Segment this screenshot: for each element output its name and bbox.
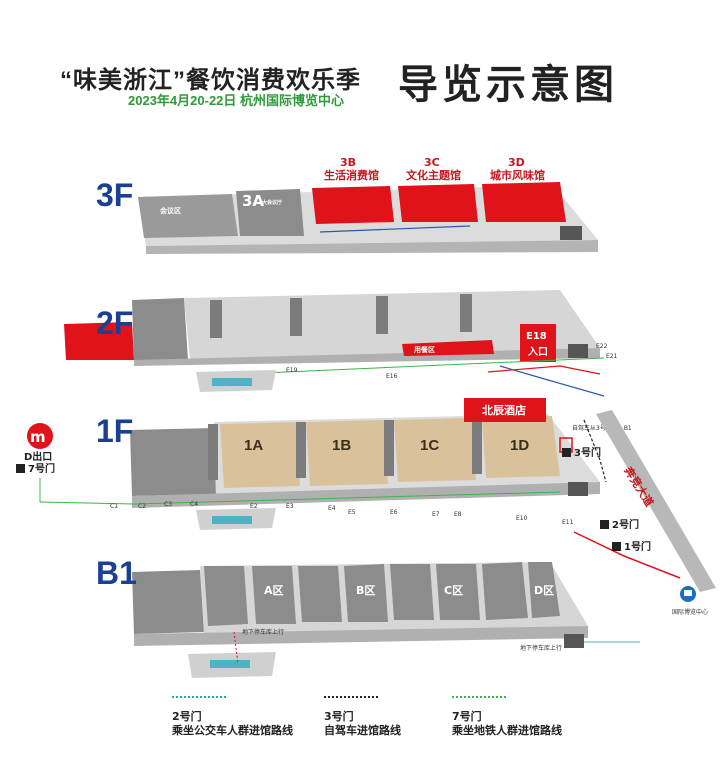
- floor-3f: 会议区 3A 大会议厅 3B 生活消费馆 3C 文化主题馆 3D 城市风味馆 3…: [96, 156, 598, 254]
- hall-1b-label: 1B: [332, 437, 351, 454]
- b1-note-left: 地下停车库上行: [242, 628, 284, 636]
- hall-1a[interactable]: [220, 422, 300, 488]
- hall-1c[interactable]: [394, 418, 476, 482]
- hall-3b-code-label: 3B: [340, 156, 356, 169]
- svg-text:m: m: [30, 428, 46, 446]
- gate-e3: E3: [286, 503, 294, 510]
- gate-e10: E10: [516, 515, 528, 522]
- gate-sign-icon: [16, 464, 25, 473]
- gate-c4: C4: [190, 501, 198, 508]
- legend-metro-desc: 乘坐地铁人群进馆路线: [452, 724, 562, 737]
- floor-1f: 1A 1B 1C 1D 北辰酒店 自驾车从3号门进入B1 1F C1 C2 C3…: [39, 398, 632, 530]
- gate-e5: E5: [348, 509, 356, 516]
- hall-1a-label: 1A: [244, 437, 263, 454]
- floor-2f: 用餐区 E18 入口 E19 E16 E22 E21 2F: [64, 290, 618, 397]
- road: [596, 410, 716, 592]
- gate-labels-1f: C1 C2 C3 C4 E2 E3 E4 E5 E6 E7 E8 E10 E11: [110, 501, 574, 526]
- stairs-3f: [560, 226, 582, 240]
- zone-b-label: B区: [356, 584, 375, 597]
- hall-3c[interactable]: [398, 184, 478, 222]
- bus-stop[interactable]: 国际博览中心: [672, 586, 708, 616]
- meeting-zone-label: 会议区: [160, 206, 181, 215]
- zone-c-label: C区: [444, 584, 463, 597]
- gate-c2: C2: [138, 503, 146, 510]
- dining-zone-label: 用餐区: [414, 345, 435, 354]
- legend-car-gate: 3号门: [324, 710, 354, 723]
- guide-title: 导览示意图: [398, 63, 618, 107]
- zone-d-label: D区: [534, 584, 554, 597]
- legend-item-car: 3号门 自驾车进馆路线: [324, 710, 401, 738]
- gate-c3: C3: [164, 501, 172, 508]
- gate3-label: 3号门: [574, 446, 601, 459]
- gate-e2: E2: [250, 503, 258, 510]
- hall-3d-code-label: 3D: [508, 156, 525, 169]
- gate-e19-label: E19: [286, 367, 298, 374]
- legend-item-bus: 2号门 乘坐公交车人群进馆路线: [172, 710, 293, 738]
- metro-exit-label: D出口: [24, 450, 52, 463]
- legend-item-metro: 7号门 乘坐地铁人群进馆路线: [452, 710, 562, 738]
- legend-bus-gate: 2号门: [172, 710, 202, 723]
- hall-3a-sub: 大会议厅: [262, 199, 282, 206]
- hall-1d[interactable]: [482, 416, 560, 478]
- zone-a-label: A区: [264, 584, 284, 597]
- legend-car-desc: 自驾车进馆路线: [324, 724, 401, 737]
- gate-e8: E8: [454, 511, 462, 518]
- gate-e21-label: E21: [606, 353, 618, 360]
- driving-note: 自驾车从3号门进入B1: [572, 424, 632, 432]
- metro-gate7-label: 7号门: [28, 462, 55, 475]
- hall-3c-code-label: 3C: [424, 156, 440, 169]
- floor-label-b1: B1: [96, 555, 137, 591]
- hall-3b[interactable]: [312, 186, 394, 224]
- legend-bus-desc: 乘坐公交车人群进馆路线: [172, 724, 293, 737]
- hall-3d[interactable]: [482, 182, 566, 222]
- e18-code: E18: [526, 331, 547, 342]
- hall-1c-label: 1C: [420, 437, 439, 454]
- halls-1f: 1A 1B 1C 1D: [220, 416, 560, 488]
- gate-e6: E6: [390, 509, 398, 516]
- gate-e16-label: E16: [386, 373, 398, 380]
- gate-e22-label: E22: [596, 343, 608, 350]
- e18-entry: 入口: [528, 346, 548, 358]
- dining-zone[interactable]: [402, 340, 494, 356]
- legend-metro-gate: 7号门: [452, 710, 482, 723]
- hall-3a[interactable]: [236, 189, 304, 236]
- gate-c1: C1: [110, 503, 118, 510]
- metro-marker[interactable]: m D出口 7号门: [16, 423, 55, 475]
- floor-label-1f: 1F: [96, 413, 133, 449]
- e18-entrance[interactable]: [520, 324, 556, 362]
- floor-b1: A区 B区 C区 D区 地下停车库上行 地下停车库上行 B1: [96, 555, 640, 678]
- floor-label-2f: 2F: [96, 305, 133, 341]
- floor-label-3f: 3F: [96, 177, 133, 213]
- event-date-venue: 2023年4月20-22日 杭州国际博览中心: [128, 93, 345, 108]
- meeting-zone[interactable]: [138, 194, 238, 238]
- gate-e4: E4: [328, 505, 336, 512]
- beichen-hotel[interactable]: [464, 398, 546, 422]
- metro-icon: [27, 423, 53, 449]
- hall-1b[interactable]: [306, 420, 388, 486]
- gate-e7: E7: [432, 511, 440, 518]
- b1-note-right: 地下停车库上行: [520, 644, 562, 652]
- bus-stop-label: 国际博览中心: [672, 608, 708, 616]
- gate-e11: E11: [562, 519, 574, 526]
- red-zone-2f: [64, 322, 134, 360]
- hall-3c-name-label: 文化主题馆: [406, 168, 461, 182]
- hall-3b-name-label: 生活消费馆: [324, 168, 379, 182]
- hall-3d-name-label: 城市风味馆: [490, 168, 545, 182]
- gate1-label: 1号门: [624, 540, 651, 553]
- hall-1d-label: 1D: [510, 437, 529, 454]
- gate2-label: 2号门: [612, 518, 639, 531]
- event-title: “味美浙江”餐饮消费欢乐季: [60, 67, 361, 94]
- parking-blocks: [204, 562, 560, 626]
- hall-3a-code: 3A: [242, 192, 264, 210]
- hotel-label: 北辰酒店: [482, 403, 526, 417]
